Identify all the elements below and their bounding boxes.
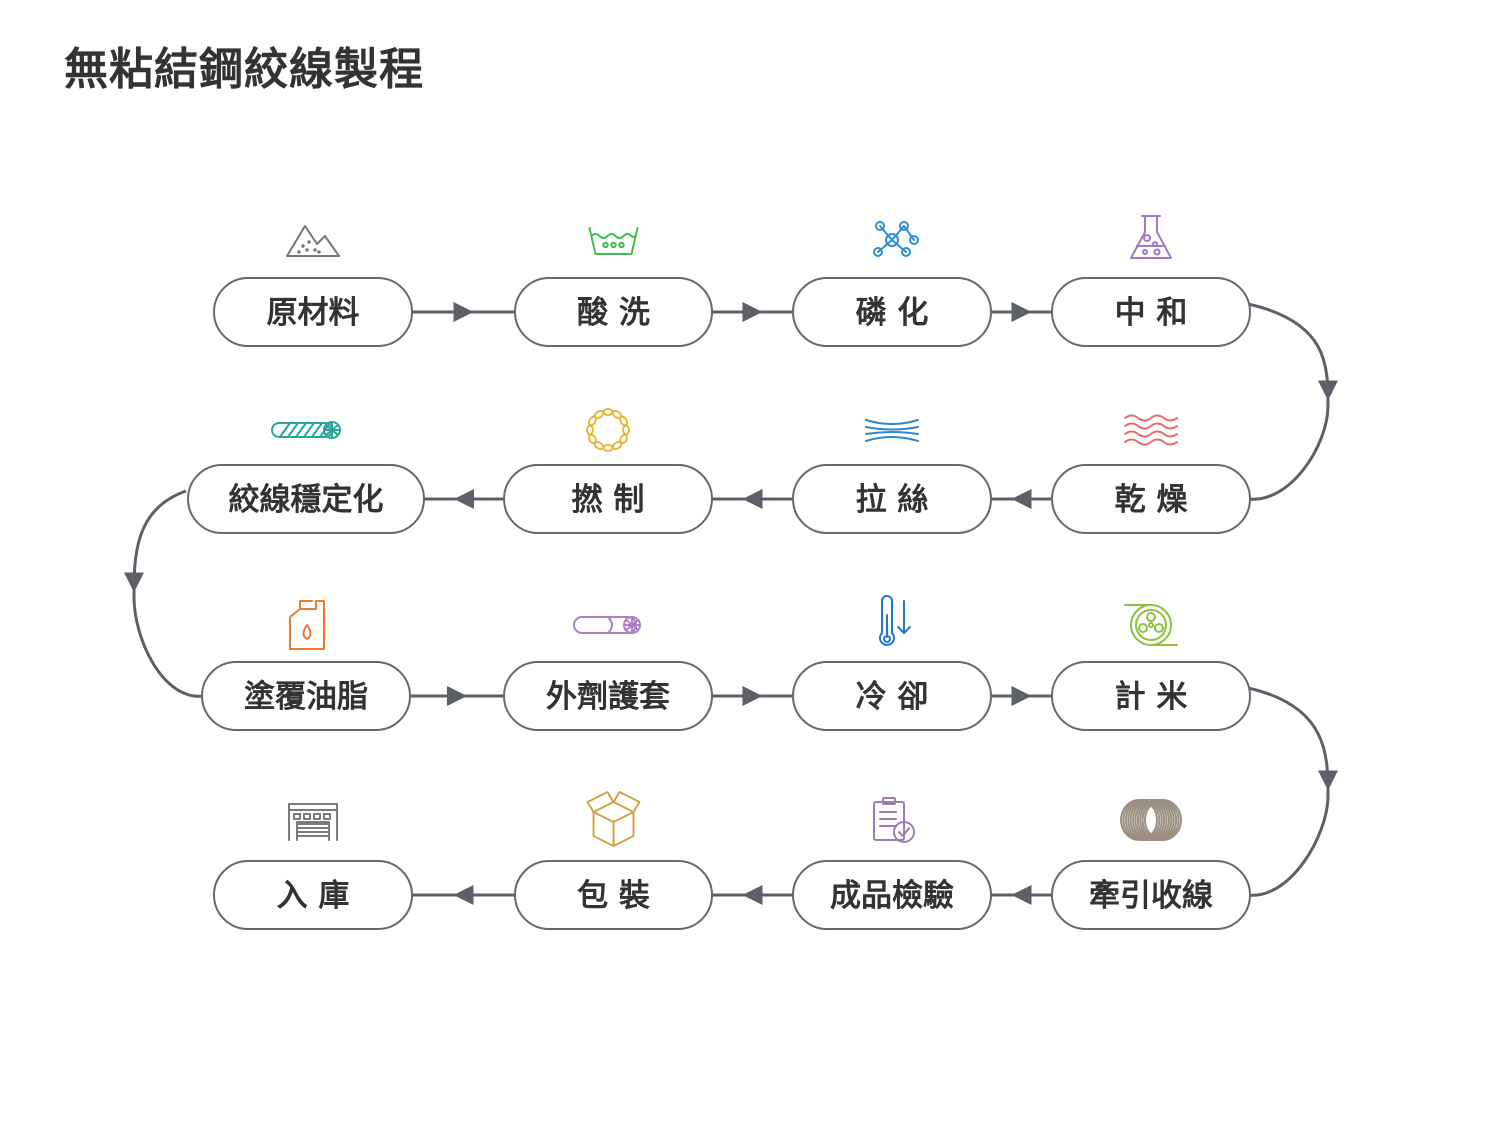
arrow-head xyxy=(742,686,763,706)
arrow-head xyxy=(454,489,474,509)
oil-jug-icon xyxy=(289,600,325,650)
arrow-head xyxy=(453,302,474,322)
connector-curve xyxy=(1247,686,1330,897)
page-title: 無粘結鋼絞線製程 xyxy=(64,44,424,95)
step-node: 絞線穩定化 xyxy=(187,464,425,534)
heat-waves-icon xyxy=(1124,414,1178,446)
step-pill xyxy=(792,464,992,534)
step-label: 塗覆油脂 xyxy=(244,679,368,715)
thermometer-icon xyxy=(879,595,911,646)
step-pill xyxy=(213,860,413,930)
chain-ring-icon xyxy=(586,408,630,452)
step-label: 入 庫 xyxy=(277,878,350,914)
strand-cable-icon xyxy=(271,421,341,439)
step-label: 絞線穩定化 xyxy=(229,482,384,518)
connector-curve xyxy=(1247,302,1330,501)
step-node: 成品檢驗 xyxy=(792,860,992,930)
arrow-head xyxy=(1011,489,1032,509)
step-node: 牽引收線 xyxy=(1051,860,1251,930)
step-label: 冷 卻 xyxy=(856,679,929,715)
step-pill xyxy=(792,277,992,347)
arrow-head xyxy=(1011,885,1032,905)
step-label: 撚 制 xyxy=(572,482,645,518)
wire-coil-icon xyxy=(1120,799,1182,841)
molecule-icon xyxy=(873,221,919,257)
step-label: 牽引收線 xyxy=(1089,878,1213,914)
step-node: 塗覆油脂 xyxy=(201,661,411,731)
step-pill xyxy=(213,277,413,347)
sand-pile-icon xyxy=(286,225,340,257)
step-label: 拉 絲 xyxy=(856,482,929,518)
step-label: 成品檢驗 xyxy=(830,878,954,914)
step-pill xyxy=(1051,464,1251,534)
step-label: 計 米 xyxy=(1115,679,1188,715)
step-label: 乾 燥 xyxy=(1115,482,1189,518)
step-label: 中 和 xyxy=(1115,295,1188,331)
step-pill xyxy=(1051,661,1251,731)
step-node: 冷 卻 xyxy=(792,661,992,731)
arrow-head xyxy=(453,885,474,905)
step-node: 外劑護套 xyxy=(503,661,713,731)
step-label: 磷 化 xyxy=(856,295,929,331)
step-node: 入 庫 xyxy=(213,860,413,930)
step-pill xyxy=(503,661,713,731)
step-node: 計 米 xyxy=(1051,661,1251,731)
step-pill xyxy=(1051,860,1251,930)
wire-lines-icon xyxy=(865,419,919,442)
step-pill xyxy=(792,661,992,731)
step-label: 外劑護套 xyxy=(546,679,670,715)
arrow-head xyxy=(1011,686,1032,706)
step-pill xyxy=(514,277,713,347)
box-icon xyxy=(586,791,641,847)
step-label: 酸 洗 xyxy=(577,295,650,331)
arrow-head xyxy=(742,885,763,905)
step-node: 包 裝 xyxy=(514,860,713,930)
step-node: 中 和 xyxy=(1051,277,1251,347)
connectors xyxy=(124,302,1338,905)
warehouse-icon xyxy=(288,803,338,841)
arrow-head xyxy=(1011,302,1032,322)
step-label: 原材料 xyxy=(267,295,360,331)
step-node: 乾 燥 xyxy=(1051,464,1251,534)
arrow-head xyxy=(1318,380,1338,401)
arrow-head xyxy=(742,302,763,322)
step-node: 拉 絲 xyxy=(792,464,992,534)
step-pill xyxy=(514,860,713,930)
step-icons xyxy=(271,215,1182,847)
step-pill xyxy=(201,661,411,731)
wash-tub-icon xyxy=(588,227,639,255)
arrow-head xyxy=(124,572,144,593)
flask-icon xyxy=(1130,215,1172,259)
checklist-icon xyxy=(873,797,915,843)
arrow-head xyxy=(447,686,467,706)
step-label: 包 裝 xyxy=(577,878,651,914)
step-node: 磷 化 xyxy=(792,277,992,347)
step-node: 撚 制 xyxy=(503,464,713,534)
arrow-head xyxy=(742,489,763,509)
step-pill xyxy=(503,464,713,534)
arrow-head xyxy=(1318,770,1338,791)
reel-icon xyxy=(1124,604,1178,646)
sheathed-cable-icon xyxy=(573,616,641,634)
connector-curve xyxy=(132,489,205,698)
step-node: 酸 洗 xyxy=(514,277,713,347)
step-pill xyxy=(1051,277,1251,347)
step-pill xyxy=(792,860,992,930)
step-node: 原材料 xyxy=(213,277,413,347)
step-pill xyxy=(187,464,425,534)
